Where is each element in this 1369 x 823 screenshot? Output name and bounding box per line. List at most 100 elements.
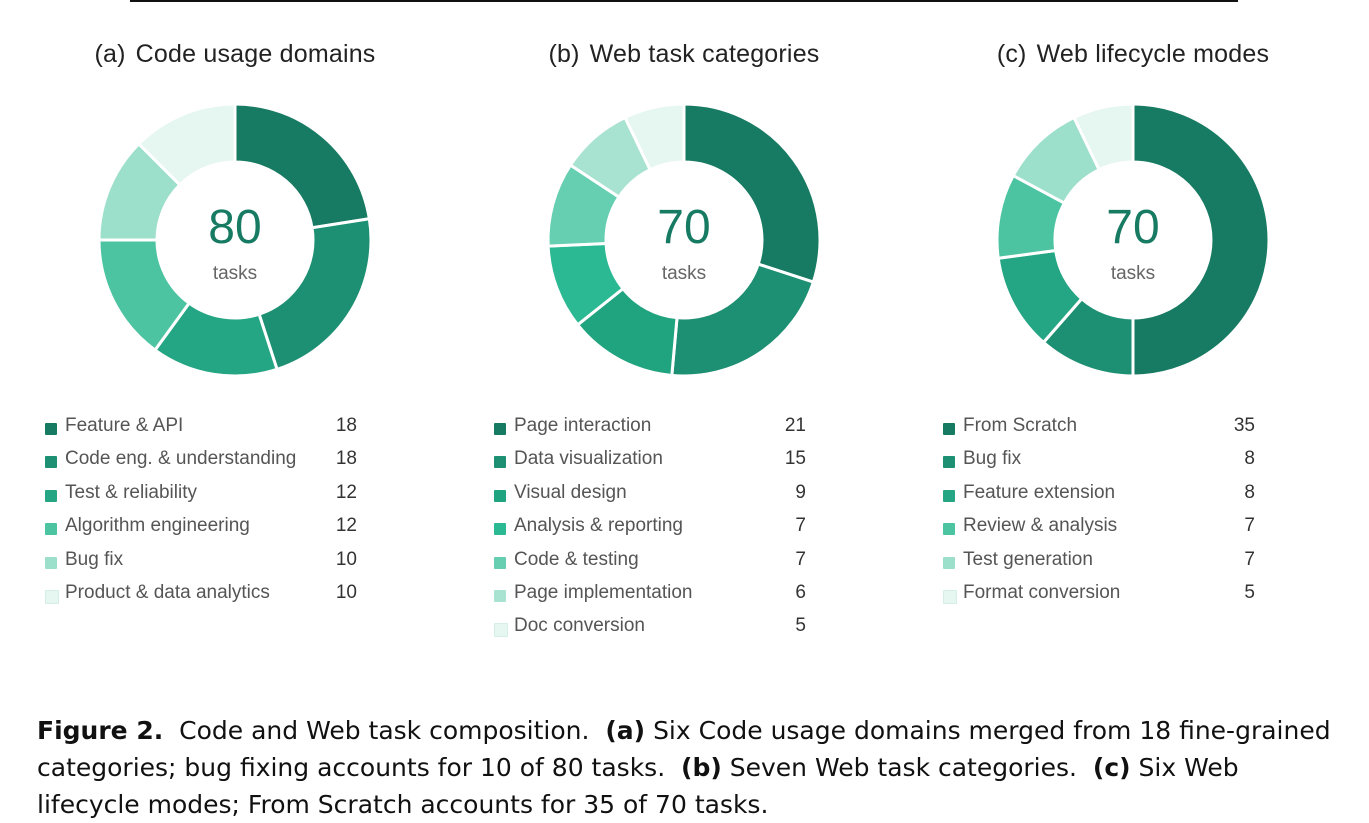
legend-swatch [494, 556, 506, 569]
center-label: tasks [213, 263, 257, 284]
legend-value: 5 [1244, 581, 1255, 603]
center-value: 70 [657, 201, 710, 254]
caption-b-label: (b) [681, 753, 722, 782]
legend-value: 7 [1244, 548, 1255, 570]
legend-label: Feature extension [963, 481, 1116, 503]
center-label: tasks [1111, 263, 1155, 284]
legend-item: Analysis & reporting 7 [494, 510, 806, 543]
legend-value: 15 [784, 448, 806, 470]
legend-label: Page implementation [514, 581, 693, 603]
legend-swatch [943, 556, 955, 569]
chart-title: Web lifecycle modes [1036, 40, 1270, 68]
donut-slice-6 [136, 102, 237, 187]
legend-swatch [45, 456, 57, 469]
legend-label: Review & analysis [963, 515, 1118, 537]
donut-slice-1 [682, 102, 822, 284]
legend-swatch [494, 589, 506, 602]
legend-item: Test generation 7 [943, 544, 1255, 577]
legend-value: 6 [795, 581, 806, 603]
legend-swatch [45, 556, 57, 569]
legend-swatch [943, 489, 955, 502]
legend-label: Format conversion [963, 581, 1121, 603]
legend-swatch [45, 489, 57, 502]
legend-swatch [45, 523, 57, 536]
panel-label: (b) [548, 40, 580, 68]
legend-swatch [45, 423, 57, 435]
chart-title: Code usage domains [135, 40, 376, 68]
panel-label: (a) [94, 40, 126, 68]
panel-title: (a) Code usage domains [10, 40, 460, 69]
legend-label: Analysis & reporting [514, 515, 683, 537]
legend-swatch [494, 489, 506, 502]
caption-a-label: (a) [605, 716, 646, 745]
panel-code-usage-domains: (a) Code usage domains 80 tasks Feature &… [10, 0, 460, 660]
caption-b-text: Seven Web task categories. [729, 753, 1077, 782]
legend-item: Bug fix 8 [943, 443, 1255, 476]
legend-label: Test generation [963, 548, 1093, 570]
legend-swatch [494, 523, 506, 536]
panel-web-task-categories: (b) Web task categories 70 tasks Page int… [459, 0, 909, 660]
legend-value: 18 [335, 448, 357, 470]
panel-label: (c) [996, 40, 1027, 68]
legend-value: 7 [795, 548, 806, 570]
legend-label: Visual design [514, 481, 627, 503]
caption-a-text: Six Code usage domains merged from 18 fi… [37, 716, 1331, 782]
legend-label: Code & testing [514, 548, 639, 570]
donut-chart: 70 tasks [546, 102, 822, 378]
legend-item: Format conversion 5 [943, 577, 1255, 610]
legend-value: 7 [1244, 515, 1255, 537]
legend-swatch [494, 423, 506, 435]
legend-value: 8 [1244, 448, 1255, 470]
legend-label: Bug fix [963, 448, 1022, 470]
legend-value: 12 [335, 515, 357, 537]
chart-title: Web task categories [589, 40, 820, 68]
legend-item: Page implementation 6 [494, 577, 806, 610]
donut-slices [97, 102, 373, 378]
legend-item: Product & data analytics 10 [45, 577, 357, 610]
panel-title: (b) Web task categories [459, 40, 909, 69]
donut-chart: 80 tasks [97, 102, 373, 378]
legend-value: 12 [335, 481, 357, 503]
center-value: 80 [208, 201, 261, 254]
legend-item: Review & analysis 7 [943, 510, 1255, 543]
legend-swatch [943, 589, 957, 604]
caption-figure-label: Figure 2. [37, 716, 164, 745]
donut-chart: 70 tasks [995, 102, 1271, 378]
legend-label: Feature & API [65, 415, 184, 436]
donut-slice-7 [622, 102, 686, 172]
legend-swatch [943, 456, 955, 469]
legend-value: 10 [335, 548, 357, 570]
center-label: tasks [662, 263, 706, 284]
legend-label: Test & reliability [65, 481, 197, 503]
legend-item: Page interaction 21 [494, 410, 806, 443]
legend-item: Doc conversion 5 [494, 610, 806, 643]
donut-slice-1 [233, 102, 372, 230]
legend-value: 10 [335, 581, 357, 603]
legend-label: Doc conversion [514, 615, 645, 637]
legend-value: 7 [795, 515, 806, 537]
donut-slice-2 [257, 217, 373, 372]
legend-label: Page interaction [514, 415, 652, 436]
legend-item: From Scratch 35 [943, 410, 1255, 443]
legend-swatch [494, 623, 508, 638]
legend-value: 5 [795, 615, 806, 637]
legend-swatch [943, 523, 955, 536]
legend-value: 35 [1233, 415, 1255, 436]
panel-web-lifecycle-modes: (c) Web lifecycle modes 70 tasks From Scr… [908, 0, 1358, 660]
donut-slice-1 [1131, 102, 1271, 378]
legend-swatch [943, 423, 955, 435]
legend-label: From Scratch [963, 415, 1078, 436]
legend-label: Product & data analytics [65, 581, 270, 603]
donut-slices [995, 102, 1271, 378]
legend-value: 21 [784, 415, 806, 436]
legend-item: Code & testing 7 [494, 544, 806, 577]
figure-caption: Figure 2. Code and Web task composition.… [37, 712, 1347, 823]
